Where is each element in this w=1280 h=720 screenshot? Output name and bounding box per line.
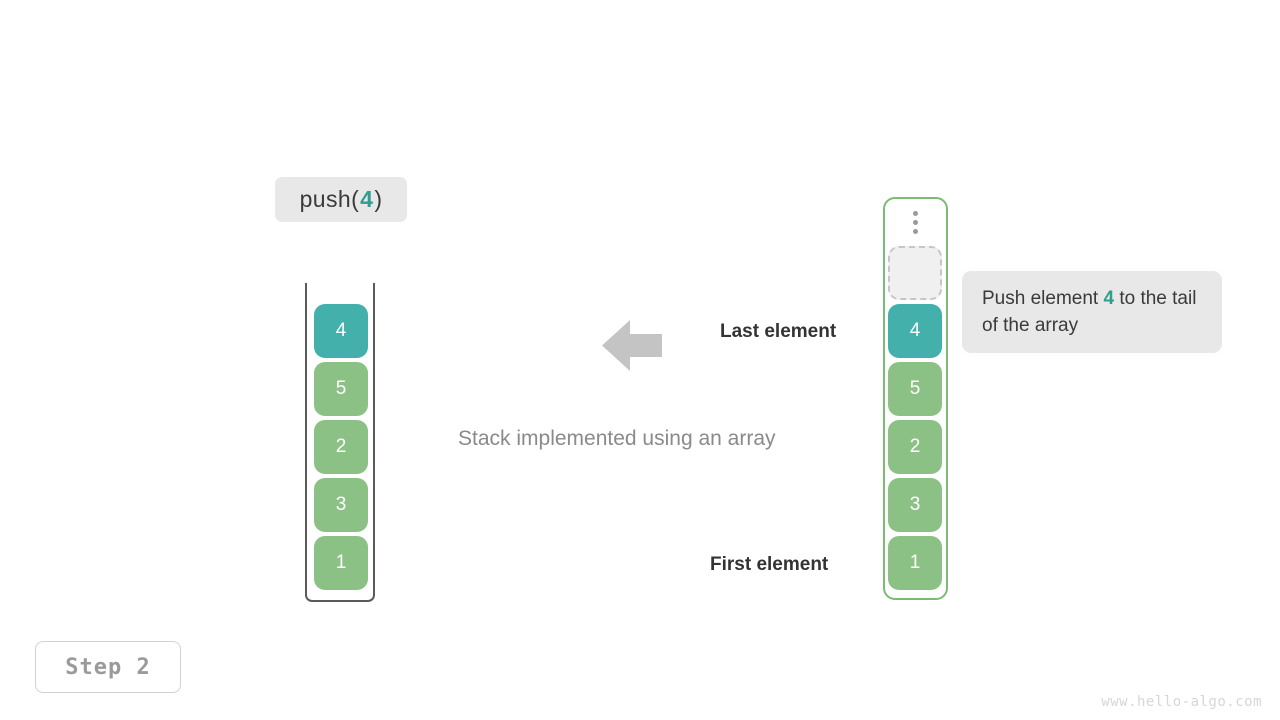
stack-cell: 1 <box>314 536 368 590</box>
stack-caption: Stack implemented using an array <box>458 427 776 450</box>
array-empty-slot <box>888 246 942 300</box>
array-cell: 3 <box>888 478 942 532</box>
step-badge: Step 2 <box>35 641 181 693</box>
last-element-label: Last element <box>720 321 837 342</box>
ellipsis-dot <box>913 211 918 216</box>
array-diagram: 4 5 2 3 1 <box>883 197 948 600</box>
array-cell: 5 <box>888 362 942 416</box>
stack-cell: 4 <box>314 304 368 358</box>
tooltip-suffix: to the tail of the array <box>982 288 1197 336</box>
push-call-suffix: ) <box>374 186 383 212</box>
push-call-label: push(4) <box>275 177 407 222</box>
ellipsis-dot <box>913 229 918 234</box>
stack-container-outline <box>305 283 375 602</box>
array-cell: 1 <box>888 536 942 590</box>
array-cell: 2 <box>888 420 942 474</box>
stack-diagram: 4 5 2 3 1 <box>305 283 375 602</box>
vertical-ellipsis-icon <box>883 211 948 234</box>
arrow-left-icon <box>602 318 662 373</box>
ellipsis-dot <box>913 220 918 225</box>
stack-cell: 3 <box>314 478 368 532</box>
first-element-label: First element <box>710 554 829 575</box>
stack-cell: 2 <box>314 420 368 474</box>
tooltip-highlight-value: 4 <box>1103 288 1115 309</box>
array-cell-list: 4 5 2 3 1 <box>888 246 942 590</box>
watermark: www.hello-algo.com <box>1101 694 1262 710</box>
stack-cell-list: 4 5 2 3 1 <box>314 304 368 590</box>
push-call-argument: 4 <box>360 186 374 212</box>
array-cell: 4 <box>888 304 942 358</box>
push-call-prefix: push( <box>299 186 360 212</box>
tooltip-prefix: Push element <box>982 288 1104 309</box>
push-explanation-tooltip: Push element 4 to the tail of the array <box>962 271 1222 353</box>
stack-cell: 5 <box>314 362 368 416</box>
